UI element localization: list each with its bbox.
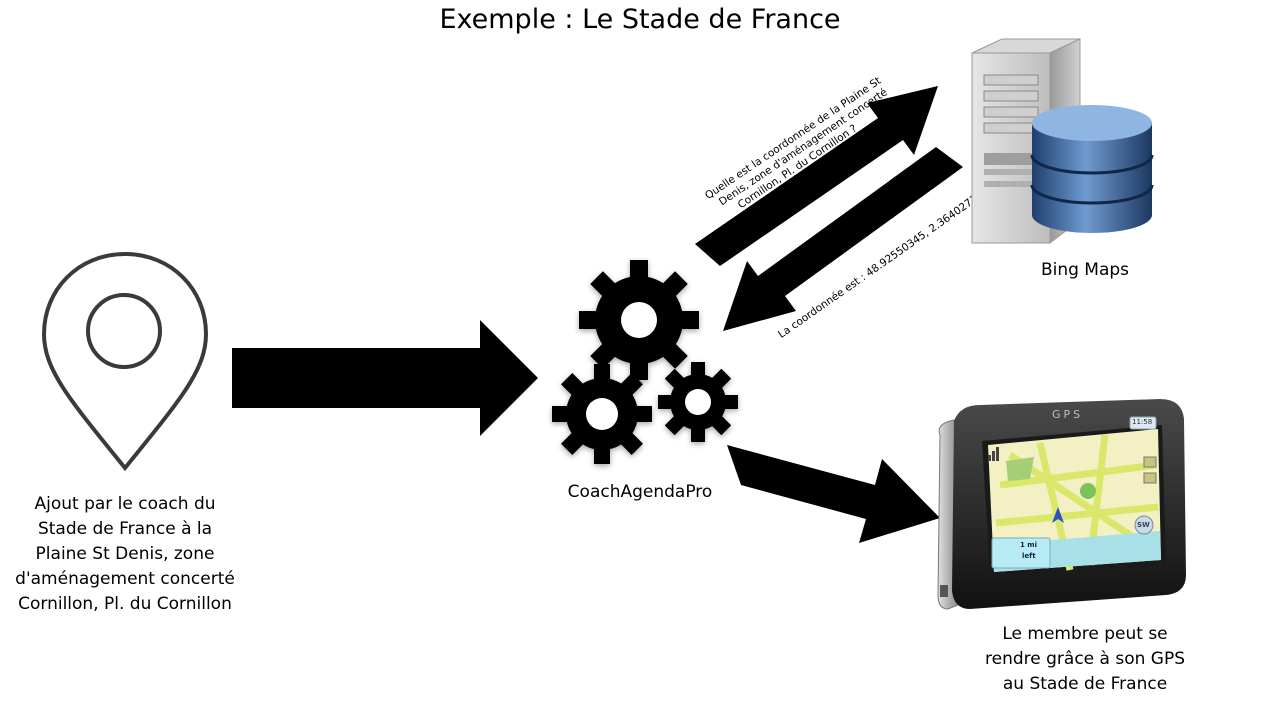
gears-icon	[552, 260, 738, 464]
arrow-request-to-server	[695, 86, 938, 266]
gps-direction-distance: 1 mi	[1020, 541, 1038, 549]
gps-caption-line: au Stade de France	[1002, 674, 1168, 694]
gps-direction-turn: left	[1022, 552, 1036, 560]
gps-device-icon: GPS 11:58 1 mi left SW	[930, 395, 1190, 615]
server-database-icon	[971, 38, 1154, 245]
location-caption-line: d'aménagement concerté	[15, 569, 235, 589]
location-caption-line: Stade de France à la	[37, 519, 213, 539]
location-caption: Ajout par le coach du Stade de France à …	[0, 492, 250, 617]
location-caption-line: Cornillon, Pl. du Cornillon	[18, 594, 232, 614]
gps-compass-label: SW	[1137, 521, 1150, 529]
arrow-location-to-engine	[232, 320, 538, 436]
map-pin-icon	[41, 251, 209, 472]
server-label: Bing Maps	[1040, 260, 1130, 280]
arrow-response-to-engine	[723, 147, 963, 331]
engine-label: CoachAgendaPro	[567, 482, 713, 502]
arrow-engine-to-gps	[727, 445, 940, 543]
gps-caption: Le membre peut se rendre grâce à son GPS…	[960, 622, 1210, 697]
gps-clock: 11:58	[1132, 418, 1153, 426]
gps-caption-line: Le membre peut se	[1002, 624, 1168, 644]
gps-brand-label: GPS	[1052, 408, 1084, 421]
location-caption-line: Plaine St Denis, zone	[35, 544, 215, 564]
gps-caption-line: rendre grâce à son GPS	[985, 649, 1185, 669]
page-title: Exemple : Le Stade de France	[439, 4, 841, 35]
location-caption-line: Ajout par le coach du	[34, 494, 216, 514]
